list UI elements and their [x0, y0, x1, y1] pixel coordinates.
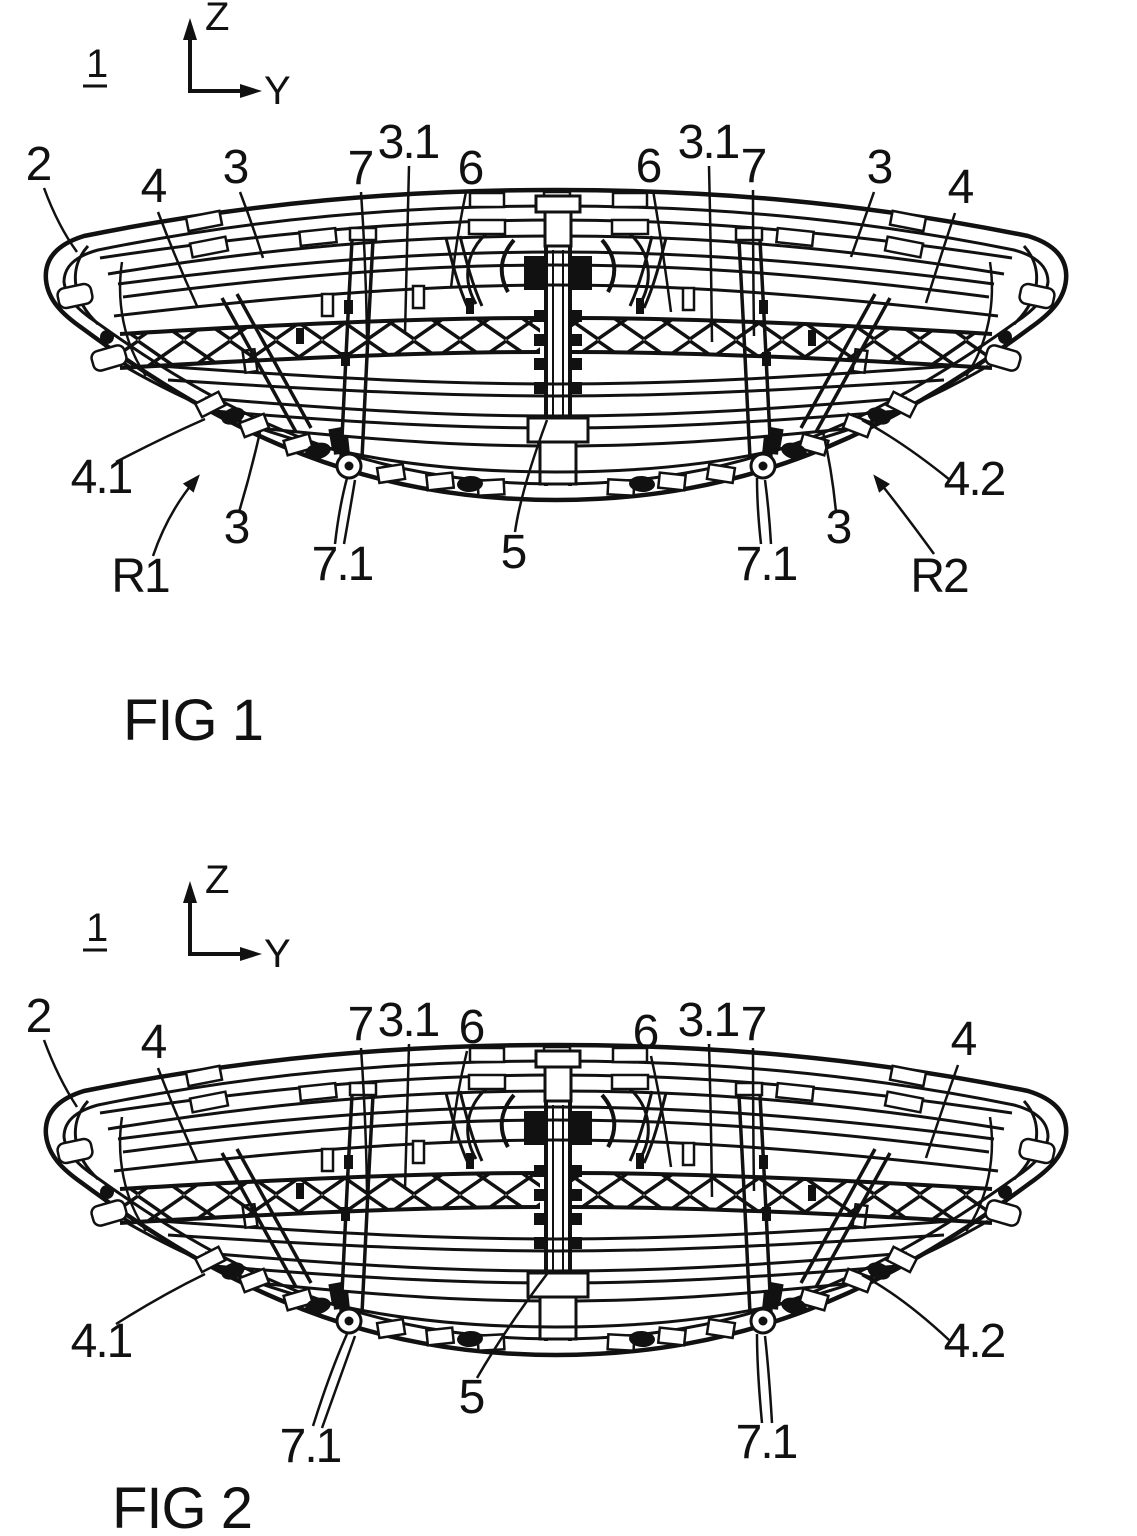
fig1-leader-4 [156, 211, 199, 307]
fig1-label-3: 3 [224, 501, 249, 554]
fig2-label-4.2: 4.2 [944, 1315, 1005, 1368]
fig1-leader-4.1 [115, 417, 206, 464]
fig1-leader-3 [849, 191, 876, 258]
fig2-leader-7.1-1 [320, 1335, 357, 1429]
fig1-label-3: 3 [223, 141, 248, 194]
fig1-arrowhead-R2 [873, 474, 890, 493]
fig2-leader-7.1-1 [763, 1335, 774, 1424]
fig2-leader-4.2 [861, 1273, 950, 1341]
fig2-leader-3.1 [707, 1043, 714, 1198]
fig2-label-4: 4 [141, 1016, 167, 1069]
fig1-leader-3 [237, 431, 262, 513]
fig1-label-6: 6 [636, 140, 661, 193]
fig2-leader-7.1 [755, 1333, 764, 1424]
fig1-leader-5 [513, 419, 549, 533]
fig1-axis-indicator: Z Y [183, 0, 291, 113]
fig1-arrowhead-R1 [182, 474, 200, 493]
fig2-caption: FIG 2 [112, 1476, 252, 1536]
fig1-label-3.1: 3.1 [378, 116, 439, 169]
fig1-label-3: 3 [826, 501, 851, 554]
fig2-label-6: 6 [633, 1006, 658, 1059]
fig2-label-4: 4 [951, 1013, 977, 1066]
fig2-label-7.1: 7.1 [736, 1416, 797, 1469]
fig1-label-5: 5 [501, 526, 526, 579]
fig2-label-2: 2 [26, 990, 51, 1043]
fig1-label-2: 2 [26, 138, 51, 191]
fig1-axis-z-label: Z [205, 0, 229, 39]
fig2-label-3.1: 3.1 [378, 994, 439, 1047]
fig2-leader-2 [42, 1039, 79, 1108]
fig1-leader-R1 [151, 478, 197, 557]
fig1-leader-6 [651, 189, 673, 313]
fig1-leader-7 [751, 189, 756, 337]
fig2-label-7: 7 [741, 998, 766, 1051]
fig1-leader-4 [924, 212, 957, 304]
fig2-label-7.1: 7.1 [280, 1420, 341, 1473]
fig1-label-7.1: 7.1 [736, 538, 797, 591]
fig1-leader-6 [449, 191, 468, 289]
fig1-leader-R2 [876, 478, 936, 555]
fig2-label-3.1: 3.1 [678, 994, 739, 1047]
fig1-leader-3.1 [403, 165, 411, 335]
fig2-leader-7 [359, 1047, 369, 1192]
fig2-leader-4 [924, 1064, 960, 1159]
fig1-leader-3.1 [707, 165, 714, 343]
fig1-label-4.1: 4.1 [71, 451, 132, 504]
fig2-leader-4 [156, 1067, 199, 1162]
fig1-label-6: 6 [458, 142, 483, 195]
fig1-label-4: 4 [948, 161, 974, 214]
fig1-axis-y-label: Y [264, 69, 290, 113]
fig1-label-7: 7 [348, 142, 373, 195]
fig2-axis-indicator: Z Y [183, 858, 291, 976]
fig1-leader-7.1 [333, 477, 349, 545]
fig1-caption: FIG 1 [123, 688, 263, 753]
fig2-leader-7.1 [311, 1333, 349, 1427]
fig1-assembly-ref-label: 1 [86, 42, 107, 86]
fig1-leader-7.1-1 [342, 479, 357, 545]
fig2-axis-z-label: Z [205, 858, 229, 902]
fig1-label-7.1: 7.1 [312, 538, 373, 591]
fig2-leader-6 [449, 1050, 469, 1144]
fig1-leader-3 [821, 431, 838, 513]
fig2-leader-7 [751, 1047, 756, 1192]
fig1-label-R2: R2 [910, 550, 968, 603]
fig2-label-4.1: 4.1 [71, 1315, 132, 1368]
fig1-leader-7.1 [755, 477, 763, 545]
fig1-leader-3 [238, 191, 265, 259]
fig1-assembly-ref: 1 [83, 42, 108, 88]
fig2-label-6: 6 [459, 1001, 484, 1054]
fig2-leader-6 [649, 1055, 673, 1168]
fig1-label-R1: R1 [111, 550, 169, 603]
fig2-leader-4.1 [115, 1272, 206, 1326]
fig2-leader-3.1 [403, 1043, 411, 1190]
fig1-leader-2 [42, 187, 79, 253]
fig2-assembly-ref-label: 1 [86, 906, 107, 950]
fig1-leader-4.2 [861, 418, 951, 481]
fig2-label-5: 5 [459, 1371, 484, 1424]
fig2-leader-5 [475, 1273, 548, 1379]
fig2-label-7: 7 [348, 998, 373, 1051]
fig1-leader-7.1-1 [763, 479, 773, 545]
fig1-leader-7 [359, 191, 369, 337]
fig1-label-7: 7 [741, 140, 766, 193]
fig1-label-3: 3 [867, 141, 892, 194]
fig2-axis-y-label: Y [264, 932, 290, 976]
fig1-label-4: 4 [141, 160, 167, 213]
fig1-label-4.2: 4.2 [944, 453, 1005, 506]
fig1-label-3.1: 3.1 [678, 116, 739, 169]
fig2-assembly-ref: 1 [83, 906, 108, 952]
